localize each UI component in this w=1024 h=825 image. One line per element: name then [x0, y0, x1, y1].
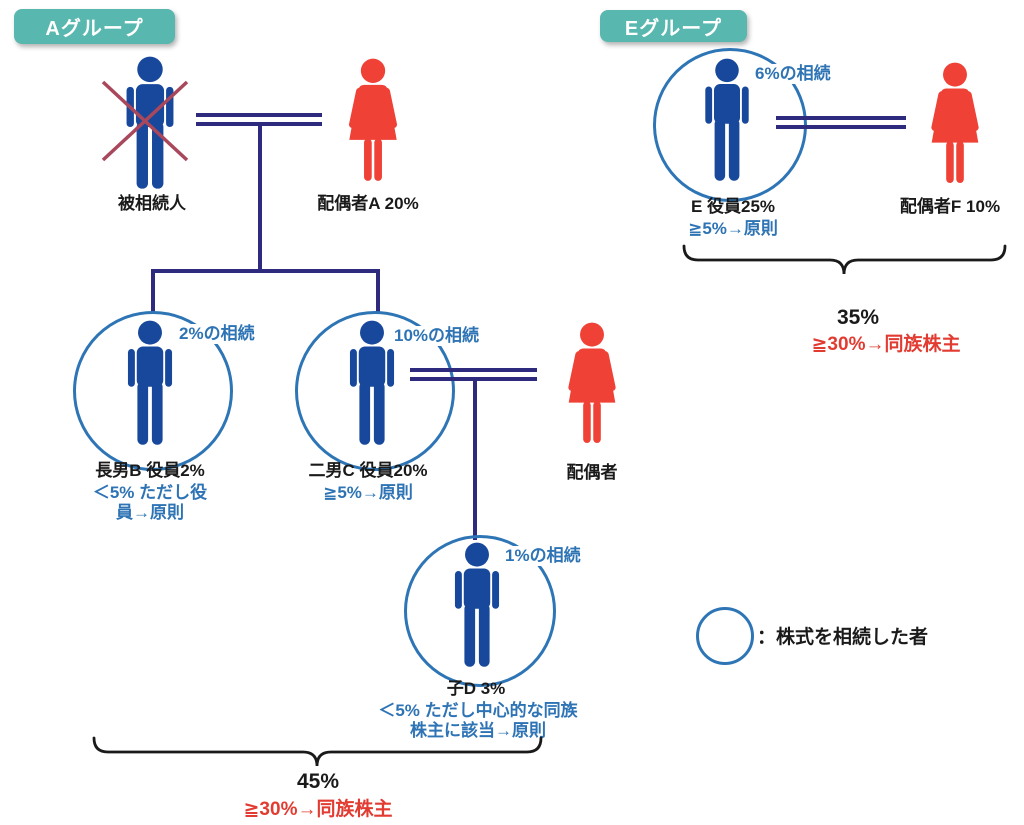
child-d-name: 子D 3%	[446, 679, 506, 698]
descent-stem-a	[258, 122, 262, 273]
spouse-c-icon	[556, 322, 628, 448]
son-b-icon	[116, 320, 184, 446]
heir-e-inheritance-annotation: 6%の相続	[752, 64, 834, 84]
group-a-total-rule: ≧30%→同族株主	[243, 799, 393, 820]
sibling-bar	[151, 269, 380, 273]
child-d-inheritance-annotation: 1%の相続	[502, 546, 584, 566]
son-b-name: 長男B 役員2%	[95, 461, 205, 480]
group-e-total-rule: ≧30%→同族株主	[811, 334, 961, 355]
deceased-cross-icon	[101, 80, 189, 162]
heir-e-icon	[693, 58, 761, 182]
drop-to-son-b	[151, 269, 155, 314]
spouse-c-name: 配偶者	[566, 463, 618, 482]
spouse-a-icon	[336, 58, 410, 186]
group-e-total-percent: 35%	[836, 306, 880, 329]
group-a-brace	[92, 736, 543, 767]
group-e-brace	[682, 244, 1007, 275]
son-c-inheritance-annotation: 10%の相続	[391, 326, 483, 346]
son-c-note: ≧5%→原則	[323, 483, 413, 502]
heir-e-note: ≧5%→原則	[688, 219, 778, 238]
heir-circle-son-b	[73, 311, 233, 471]
descent-stem-c	[473, 377, 477, 540]
spouse-f-name: 配偶者F 10%	[899, 197, 1001, 216]
marriage-line-c-top	[410, 368, 537, 372]
marriage-line-e-bottom	[776, 125, 906, 129]
group-a-label: Aグループ	[14, 9, 175, 44]
son-b-note: ＜5% ただし役 員→原則	[92, 483, 208, 522]
group-a-total-percent: 45%	[296, 770, 340, 793]
legend-label: ：株式を相続した者	[757, 627, 929, 648]
son-b-inheritance-annotation: 2%の相続	[176, 324, 258, 344]
spouse-f-icon	[919, 62, 991, 188]
drop-to-son-c	[376, 269, 380, 314]
child-d-note: ＜5% ただし中心的な同族 株主に該当→原則	[378, 701, 578, 740]
son-c-name: 二男C 役員20%	[308, 461, 428, 480]
marriage-line-a-top	[196, 113, 322, 117]
heir-e-name: E 役員25%	[690, 197, 776, 216]
child-d-icon	[443, 542, 511, 668]
marriage-line-e-top	[776, 116, 906, 120]
deceased-name: 被相続人	[118, 194, 186, 213]
heir-circle-child-d	[404, 535, 556, 687]
spouse-a-name: 配偶者A 20%	[317, 194, 419, 213]
legend-heir-circle-icon	[696, 607, 754, 665]
group-e-label: Eグループ	[600, 10, 747, 42]
heir-circle-son-c	[295, 311, 455, 471]
